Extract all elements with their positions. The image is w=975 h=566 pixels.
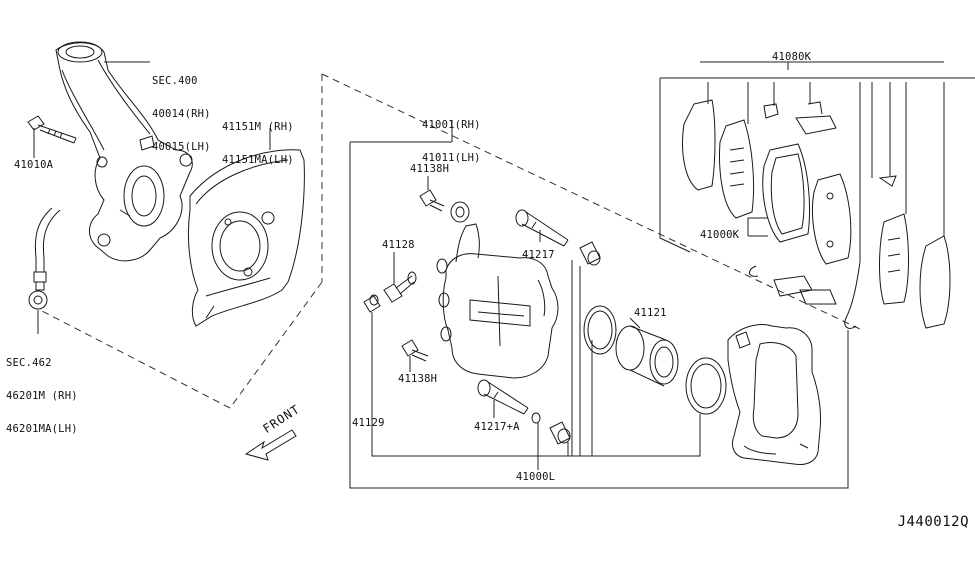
label-41151ma-lh: 41151MA(LH) — [222, 154, 294, 166]
label-41151m: 41151M (RH) 41151MA(LH) — [222, 100, 294, 188]
label-41129: 41129 — [352, 417, 385, 429]
bolt-41010a — [27, 115, 77, 144]
bleeder-cap-41129 — [363, 294, 381, 313]
label-41121: 41121 — [634, 307, 667, 319]
caliper-group-frame — [39, 73, 863, 409]
label-40015: 40015(LH) — [152, 141, 211, 153]
pad-shim-outer — [682, 99, 716, 191]
guide-pin-41217a — [477, 379, 529, 415]
label-sec400-title: SEC.400 — [152, 75, 198, 87]
pad-right-shim-b — [919, 235, 951, 329]
piston-dust-boot — [685, 357, 727, 415]
label-40014: 40014(RH) — [152, 108, 211, 120]
pad-outer — [719, 119, 755, 219]
pin-boot-upper — [579, 241, 601, 266]
steering-knuckle — [55, 41, 193, 262]
label-41011-lh: 41011(LH) — [422, 152, 481, 164]
label-41001-rh: 41001(RH) — [422, 119, 481, 131]
caliper-box — [349, 142, 849, 489]
label-41128: 41128 — [382, 239, 415, 251]
label-41010a: 41010A — [14, 159, 54, 171]
pad-shim-inner — [812, 173, 852, 265]
piston-seal — [583, 305, 617, 355]
backing-plate — [187, 149, 305, 327]
diagram-reference-code: J440012Q — [897, 514, 969, 530]
front-arrow — [244, 429, 297, 461]
bolt-41138h-upper — [419, 189, 445, 212]
label-41000k: 41000K — [700, 229, 740, 241]
torque-member — [727, 324, 821, 465]
pad-kit-box-left — [659, 78, 691, 253]
label-41217a: 41217+A — [474, 421, 520, 433]
label-sec462: SEC.462 46201M (RH) 46201MA(LH) — [6, 336, 78, 457]
label-41080k: 41080K — [772, 51, 812, 63]
pad-inner — [762, 143, 810, 243]
label-41000l: 41000L — [516, 471, 556, 483]
pad-wear-sensor — [844, 261, 861, 329]
label-sec400: SEC.400 40014(RH) 40015(LH) — [152, 54, 211, 175]
label-sec462-title: SEC.462 — [6, 357, 52, 369]
label-41217: 41217 — [522, 249, 555, 261]
guide-pin-41217 — [515, 209, 569, 247]
pad-clips — [749, 101, 897, 305]
bleeder-screw-41128 — [383, 271, 417, 303]
label-41138h-top: 41138H — [410, 163, 450, 175]
label-46201m: 46201M (RH) — [6, 390, 78, 402]
piston-41121 — [615, 325, 679, 387]
brake-hose — [28, 207, 61, 310]
pin-boot-lower — [531, 412, 571, 445]
label-41138h-bottom: 41138H — [398, 373, 438, 385]
label-46201ma: 46201MA(LH) — [6, 423, 78, 435]
caliper-body — [436, 201, 559, 379]
leader-lines — [33, 61, 945, 470]
bolt-41138h-lower — [401, 339, 429, 362]
label-41151m-rh: 41151M (RH) — [222, 121, 294, 133]
label-41001: 41001(RH) 41011(LH) — [422, 98, 481, 186]
pad-right-shim-a — [879, 213, 909, 305]
